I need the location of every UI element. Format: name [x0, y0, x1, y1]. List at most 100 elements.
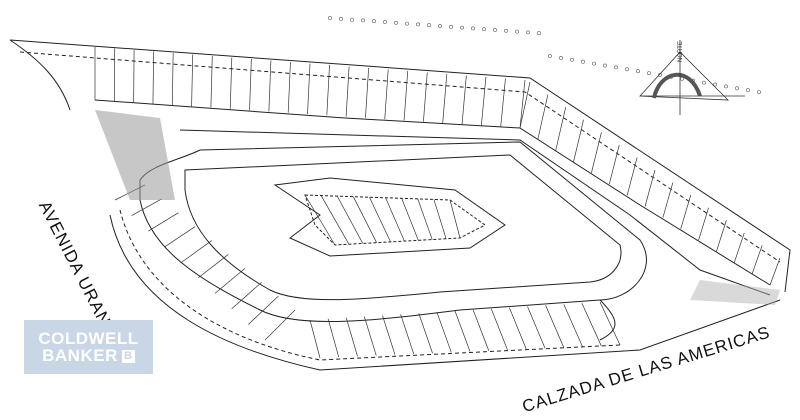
lot-divider-southwest	[181, 240, 212, 263]
lot-divider-northeast	[680, 195, 692, 230]
right-tip	[599, 299, 616, 341]
central-island	[273, 177, 506, 257]
lot-divider-top	[249, 58, 252, 111]
lot-divider-island	[433, 199, 447, 239]
lot-divider-island	[385, 197, 405, 242]
lot-divider-top	[171, 52, 174, 106]
lot-divider-top	[152, 51, 154, 104]
lot-divider-southwest	[214, 268, 246, 294]
tree-symbol	[482, 27, 486, 32]
lot-divider-northeast	[573, 119, 584, 162]
tree-symbol	[592, 61, 596, 66]
lot-divider-top	[481, 76, 487, 126]
inner-loop-inner	[184, 154, 622, 301]
tree-symbol	[746, 88, 750, 93]
lot-divider-northeast	[733, 232, 745, 263]
lot-divider-south	[309, 319, 321, 359]
tree-symbol	[405, 21, 409, 26]
logo-mark: B	[121, 350, 135, 364]
lot-divider-top	[210, 55, 213, 108]
lot-divider-island	[353, 196, 377, 243]
lot-divider-top	[519, 79, 526, 129]
lot-divider-south	[563, 304, 583, 347]
lot-divider-south	[327, 318, 340, 358]
tree-symbol	[515, 29, 519, 34]
tree-symbol	[350, 17, 354, 22]
lot-divider-south	[490, 308, 508, 351]
tree-symbol	[537, 31, 541, 36]
tree-symbol	[361, 18, 365, 23]
lot-divider-top	[442, 73, 448, 123]
tree-symbol	[724, 84, 728, 89]
south-lot-line	[109, 214, 781, 371]
lot-divider-south	[545, 305, 565, 348]
top-lot-front-line	[94, 99, 771, 286]
lot-divider-south	[418, 313, 433, 354]
lot-divider-island	[304, 194, 336, 246]
lot-divider-northeast	[769, 257, 781, 286]
lot-divider-southwest	[248, 295, 279, 325]
lot-divider-northeast	[626, 157, 638, 196]
tree-symbol	[636, 69, 640, 74]
tree-symbol	[658, 73, 662, 77]
lot-divider-southwest	[231, 281, 262, 310]
south-lot-rear-line	[119, 209, 621, 361]
tree-symbol	[548, 54, 552, 58]
lot-divider-top	[229, 57, 233, 109]
tree-symbol	[438, 24, 442, 28]
lot-divider-island	[369, 197, 391, 243]
inner-loop-outer	[139, 141, 647, 323]
tree-symbol	[449, 24, 453, 29]
north-arrow	[639, 40, 745, 115]
logo-line2: BANKER	[42, 346, 118, 365]
lot-divider-island	[336, 195, 364, 244]
lot-divider-southwest	[264, 309, 296, 341]
tree-symbol	[394, 20, 398, 25]
lot-divider-island	[401, 198, 419, 241]
lot-divider-top	[461, 75, 467, 125]
lot-divider-top	[268, 60, 272, 112]
lot-divider-top	[423, 72, 428, 122]
tree-symbol	[735, 86, 739, 91]
lot-divider-south	[364, 316, 377, 356]
logo-line1: COLDWELL	[38, 329, 139, 348]
lot-divider-southwest	[148, 212, 179, 232]
lot-divider-south	[527, 306, 546, 349]
tree-symbol	[713, 82, 717, 87]
lot-divider-northeast	[644, 169, 656, 207]
hatched-area	[95, 110, 175, 200]
lot-divider-top	[403, 70, 409, 121]
lot-divider-northeast	[662, 182, 674, 218]
tree-symbol	[416, 22, 420, 27]
tree-symbol	[427, 23, 431, 28]
lot-divider-northeast	[608, 144, 620, 185]
tree-symbol	[526, 30, 530, 35]
lot-divider-island	[320, 195, 350, 245]
lot-divider-northeast	[716, 220, 727, 252]
lot-divider-top	[345, 66, 350, 117]
lot-divider-south	[454, 310, 471, 352]
lot-divider-south	[382, 315, 396, 355]
north-label: NORTE	[678, 41, 684, 62]
lot-divider-south	[472, 309, 490, 351]
lot-divider-northeast	[537, 94, 549, 140]
hatched-area-right	[690, 280, 780, 305]
tree-symbol	[581, 59, 585, 64]
left-edge	[9, 39, 71, 111]
tree-symbol	[614, 65, 618, 70]
lot-divider-top	[384, 69, 389, 120]
tree-symbol	[570, 57, 574, 62]
lot-divider-south	[509, 307, 527, 350]
lot-divider-northeast	[698, 207, 709, 241]
lot-divider-southwest	[131, 198, 162, 216]
tree-symbol	[603, 63, 607, 68]
lot-divider-top	[307, 63, 311, 115]
lot-divider-top	[287, 61, 291, 113]
tree-symbol	[339, 16, 343, 21]
lot-divider-island	[449, 199, 461, 239]
tree-symbol	[559, 56, 563, 60]
lot-divider-top	[500, 78, 506, 127]
